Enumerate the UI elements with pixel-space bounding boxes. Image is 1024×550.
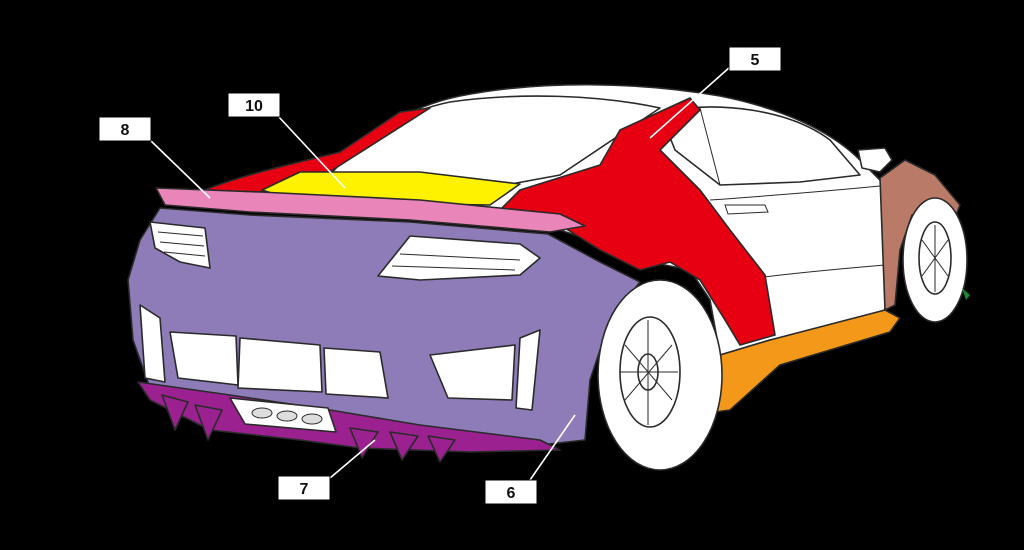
label-8-group: 8: [98, 116, 152, 142]
leader-line-10: [277, 115, 346, 189]
leader-lines: [149, 66, 731, 481]
label-10-group: 10: [227, 92, 281, 118]
leader-line-7: [329, 439, 376, 479]
region-8-rear-wing: [155, 187, 586, 233]
region-7-rear-diffuser: [137, 381, 561, 463]
region-6-rear-bumper: [127, 207, 641, 446]
leader-line-8: [149, 139, 211, 199]
label-7-group: 7: [277, 475, 331, 501]
leader-line-6: [529, 414, 576, 481]
label-5-group: 5: [728, 46, 782, 72]
label-5: 5: [751, 52, 760, 69]
label-6: 6: [507, 485, 516, 502]
label-8: 8: [121, 122, 130, 139]
rear-wheel: [597, 279, 723, 471]
side-skirt: [714, 309, 901, 413]
front-wheel: [902, 197, 970, 323]
label-7: 7: [300, 481, 309, 498]
leader-line-5: [649, 66, 731, 139]
front-fender: [857, 147, 961, 311]
label-6-group: 6: [484, 479, 538, 505]
label-10: 10: [245, 98, 263, 115]
